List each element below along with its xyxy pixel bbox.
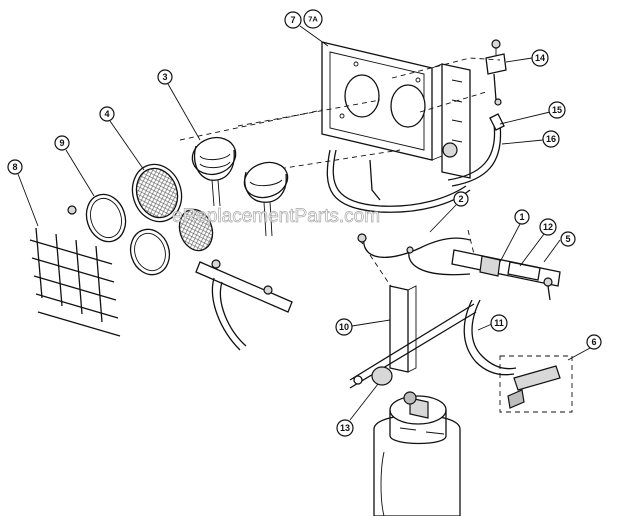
pilot-tubes [447,113,505,187]
callout-4: 4 [99,106,145,171]
thermocouple-tube [326,149,471,213]
callout-7: 7 [284,11,329,47]
callout-2-label: 2 [458,194,463,204]
callout-15: 15 [499,101,566,125]
propane-cylinder [373,391,461,516]
callout-7a-label: 7A [308,15,318,24]
burner-manifold [195,259,293,351]
burner-screen-lower [129,208,214,276]
callout-14-label: 14 [535,53,545,63]
callout-7a: 7A [303,9,323,29]
valve-knob [353,366,393,386]
callout-12: 12 [519,218,557,267]
callout-16: 16 [501,130,560,148]
callout-12-label: 12 [543,222,553,232]
mounting-plate [321,41,443,161]
callout-13: 13 [336,383,379,437]
callout-14: 14 [505,49,549,67]
burner-head [191,136,237,207]
vertical-bracket [349,285,477,389]
callout-11-label: 11 [494,318,504,328]
callout-1-label: 1 [519,212,524,222]
callout-5: 5 [543,231,576,263]
callout-2: 2 [429,191,469,233]
hose [463,299,517,376]
grill-guard [29,227,121,337]
callout-13-label: 13 [340,423,350,433]
callout-4-label: 4 [104,109,109,119]
retaining-ring [67,193,127,243]
callout-1: 1 [499,209,530,263]
callout-5-label: 5 [565,234,570,244]
callout-9-label: 9 [59,138,64,148]
callout-10-label: 10 [339,322,349,332]
gas-line [357,233,471,276]
callout-8-label: 8 [12,162,17,172]
callout-7-label: 7 [290,15,295,25]
callout-3: 3 [157,69,201,141]
callout-10: 10 [335,318,391,336]
connector-box [499,355,573,413]
callout-11: 11 [477,314,508,332]
callout-15-label: 15 [552,105,562,115]
callout-3-label: 3 [162,72,167,82]
callout-9: 9 [54,135,95,197]
guide-lines [179,57,501,301]
callout-16-label: 16 [546,134,556,144]
burner-screen [131,163,183,223]
burner-head-lower [243,161,289,237]
callout-8: 8 [7,159,39,227]
callout-6-label: 6 [591,337,596,347]
pilot-assembly [485,39,507,106]
watermark-text: eReplacementParts.com [172,206,380,227]
callout-6: 6 [567,334,602,361]
regulator-assembly [451,249,561,301]
rear-bracket [441,63,471,179]
